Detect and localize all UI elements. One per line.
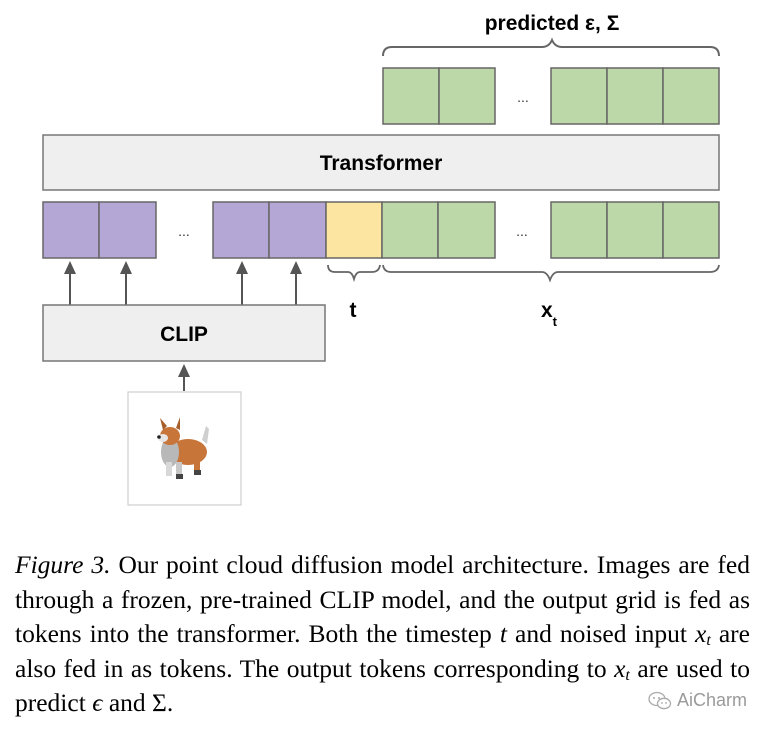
- output-label: predicted ε, Σ: [485, 12, 620, 35]
- clip-arrows: [64, 261, 302, 305]
- wechat-icon: [648, 691, 672, 709]
- caption-text-3: are also fed in as tokens. The output to…: [15, 619, 750, 683]
- clip-token: [42, 201, 100, 259]
- math-xt: xt: [614, 653, 630, 684]
- output-brace: [382, 37, 720, 57]
- watermark: AiCharm: [648, 690, 747, 711]
- xt-token: [662, 201, 720, 259]
- math-t: t: [499, 619, 507, 648]
- image-arrow-head: [178, 364, 190, 377]
- xt-ellipsis: ...: [516, 223, 528, 239]
- transformer-label: Transformer: [320, 152, 443, 175]
- input-tokens: [42, 201, 720, 259]
- clip-token: [98, 201, 157, 259]
- watermark-text: AiCharm: [677, 690, 748, 710]
- figure-caption: Figure 3. Our point cloud diffusion mode…: [15, 548, 750, 721]
- xt-token: [550, 201, 608, 259]
- xt-brace: [382, 264, 720, 283]
- caption-text-4: are used to predict: [15, 653, 750, 718]
- arrow-head: [236, 261, 248, 274]
- output-token: [550, 67, 608, 125]
- caption-text-1: Our point cloud diffusion model architec…: [15, 550, 750, 648]
- corgi-image: [157, 417, 209, 479]
- output-ellipsis: ...: [517, 89, 529, 105]
- output-token: [662, 67, 720, 125]
- architecture-diagram: predicted ε, Σ ... Transformer ... ... t…: [42, 12, 720, 506]
- xt-label: xt: [541, 299, 558, 329]
- math-epsilon: ϵ: [92, 688, 103, 717]
- output-token: [438, 67, 496, 125]
- t-brace: [327, 264, 381, 283]
- output-token: [606, 67, 664, 125]
- arrow-head: [290, 261, 302, 274]
- arrow-head: [120, 261, 132, 274]
- output-tokens: [382, 67, 720, 125]
- output-token: [382, 67, 440, 125]
- t-label: t: [350, 299, 357, 322]
- clip-token: [212, 201, 270, 259]
- xt-token: [381, 201, 439, 259]
- caption-text-2: and noised input: [506, 619, 695, 648]
- xt-token: [606, 201, 664, 259]
- clip-label: CLIP: [160, 323, 208, 346]
- clip-token: [268, 201, 327, 259]
- transformer-block: [42, 134, 720, 191]
- figure-label: Figure 3.: [15, 550, 111, 579]
- caption-text-5: and Σ.: [102, 688, 174, 717]
- arrow-head: [64, 261, 76, 274]
- clip-ellipsis: ...: [178, 223, 190, 239]
- timestep-token: [325, 201, 383, 259]
- xt-token: [437, 201, 496, 259]
- math-xt: xt: [695, 619, 711, 649]
- clip-block: [42, 304, 326, 362]
